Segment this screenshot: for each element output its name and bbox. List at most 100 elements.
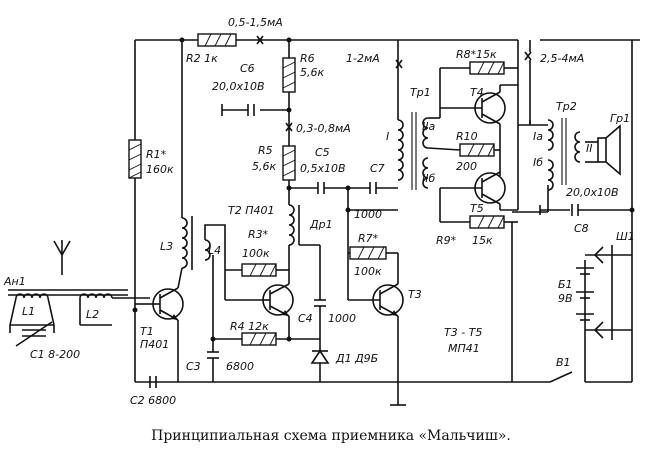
wire-t1-collector xyxy=(177,267,183,289)
label-r7: R7* xyxy=(358,232,379,245)
label-r9: R9* xyxy=(436,234,457,247)
label-gr1: Гр1 xyxy=(610,112,630,125)
resistor-r9 xyxy=(469,215,505,229)
resistor-r7 xyxy=(349,246,387,260)
label-r2: R2 1к xyxy=(186,52,218,65)
label-c3: C3 xyxy=(186,360,201,373)
label-v1: В1 xyxy=(556,356,571,369)
label-an1: Ан1 xyxy=(3,275,26,288)
label-l4: L4 xyxy=(208,244,221,257)
capacitor-c8 xyxy=(571,204,579,216)
label-b1-val: 9В xyxy=(558,292,573,305)
label-t3t5: T3 - T5 xyxy=(444,326,482,339)
label-w2b: IIб xyxy=(422,172,435,185)
label-t1-type: П401 xyxy=(140,338,169,351)
capacitor-c2 xyxy=(149,376,157,388)
label-c7: C7 xyxy=(370,162,385,175)
capacitor-c6 xyxy=(221,104,289,116)
speaker-gr1 xyxy=(585,124,621,176)
capacitor-c4 xyxy=(314,299,326,307)
label-r4: R4 12к xyxy=(230,320,269,333)
label-i-supply: 0,5-1,5мА xyxy=(228,16,283,29)
label-r10: R10 xyxy=(456,130,478,143)
label-i-t3: 1-2мА xyxy=(346,52,380,65)
label-c8-val: 20,0x10В xyxy=(566,186,619,199)
resistor-r10 xyxy=(459,143,495,157)
capacitor-c7 xyxy=(369,182,377,194)
label-c5: C5 xyxy=(315,146,330,159)
label-c4: C4 xyxy=(298,312,313,325)
resistor-r5 xyxy=(282,145,296,181)
resistor-r1 xyxy=(128,139,142,179)
label-r8-val: 15к xyxy=(476,48,497,61)
label-l2: L2 xyxy=(86,308,99,321)
coil-l3 xyxy=(181,216,193,270)
ferrite-rod xyxy=(8,289,128,296)
label-t3: T3 xyxy=(408,288,422,301)
label-t2: T2 П401 xyxy=(228,204,274,217)
resistor-r6 xyxy=(282,57,296,93)
label-t1: T1 xyxy=(140,325,154,338)
resistor-r3 xyxy=(241,263,277,277)
labels: Ан1 L1 L2 C1 8-200 T1 П401 C2 6800 R1* 1… xyxy=(3,16,635,407)
label-sh1: Ш1 xyxy=(616,230,635,243)
label-c7-val: 1000 xyxy=(354,208,382,221)
label-r6: R6 xyxy=(300,52,315,65)
label-w1: I xyxy=(386,130,389,143)
label-r3-val: 100к xyxy=(242,247,270,260)
label-r7-val: 100к xyxy=(354,265,382,278)
label-c1: C1 8-200 xyxy=(30,348,80,361)
resistor-r4 xyxy=(241,332,277,346)
label-c5-val: 0,5x10В xyxy=(300,162,346,175)
label-r9-val: 15к xyxy=(472,234,493,247)
label-w2a: IIa xyxy=(422,120,435,133)
label-i-out: 2,5-4мА xyxy=(540,52,584,65)
battery-b1 xyxy=(576,260,594,330)
resistor-r8 xyxy=(469,61,505,75)
label-r6-val: 5,6к xyxy=(300,66,324,79)
label-c3-val: 6800 xyxy=(226,360,254,373)
label-r10-val: 200 xyxy=(456,160,477,173)
diode-d1 xyxy=(310,349,330,364)
label-d1: Д1 Д9Б xyxy=(335,352,378,365)
label-tr2-ib: Iб xyxy=(533,156,543,169)
label-tr2-ia: Iа xyxy=(533,130,543,143)
connector-sh1 xyxy=(585,245,632,340)
label-dr1: Др1 xyxy=(309,218,333,231)
switch-v1 xyxy=(549,371,573,383)
label-tr2-ii: II xyxy=(586,142,593,155)
coil-l4 xyxy=(204,224,226,300)
label-c4-val: 1000 xyxy=(328,312,356,325)
label-l3: L3 xyxy=(160,240,173,253)
label-i-r5: 0,3-0,8мА xyxy=(296,122,351,135)
transformer-tr1 xyxy=(397,112,429,190)
label-mp41: МП41 xyxy=(448,342,480,355)
capacitor-c3 xyxy=(207,351,219,359)
transformer-tr2 xyxy=(547,118,581,191)
label-t4: T4 xyxy=(470,86,484,99)
choke-dr1 xyxy=(288,204,300,246)
label-b1: Б1 xyxy=(558,278,573,291)
label-t5: T5 xyxy=(470,202,484,215)
resistor-r2 xyxy=(197,33,237,47)
label-r5-val: 5,6к xyxy=(252,160,276,173)
label-r5: R5 xyxy=(258,144,273,157)
figure-caption: Принципиальная схема приемника «Мальчиш»… xyxy=(151,428,511,444)
label-c8: C8 xyxy=(574,222,589,235)
coil-l2 xyxy=(79,293,150,326)
label-r3: R3* xyxy=(248,228,269,241)
label-r8: R8* xyxy=(456,48,477,61)
transistor-t1 xyxy=(150,287,184,321)
label-r1: R1* xyxy=(146,148,167,161)
antenna-symbol xyxy=(53,240,71,275)
label-l1: L1 xyxy=(22,305,35,318)
capacitor-c1-variable xyxy=(9,321,55,347)
label-tr1: Тр1 xyxy=(410,86,431,99)
label-c2: C2 6800 xyxy=(130,394,176,407)
label-tr2: Тр2 xyxy=(556,100,577,113)
capacitor-c5 xyxy=(317,182,325,194)
label-c6: C6 xyxy=(240,62,255,75)
label-r1-val: 160к xyxy=(146,163,174,176)
label-c6-val: 20,0x10В xyxy=(212,80,265,93)
